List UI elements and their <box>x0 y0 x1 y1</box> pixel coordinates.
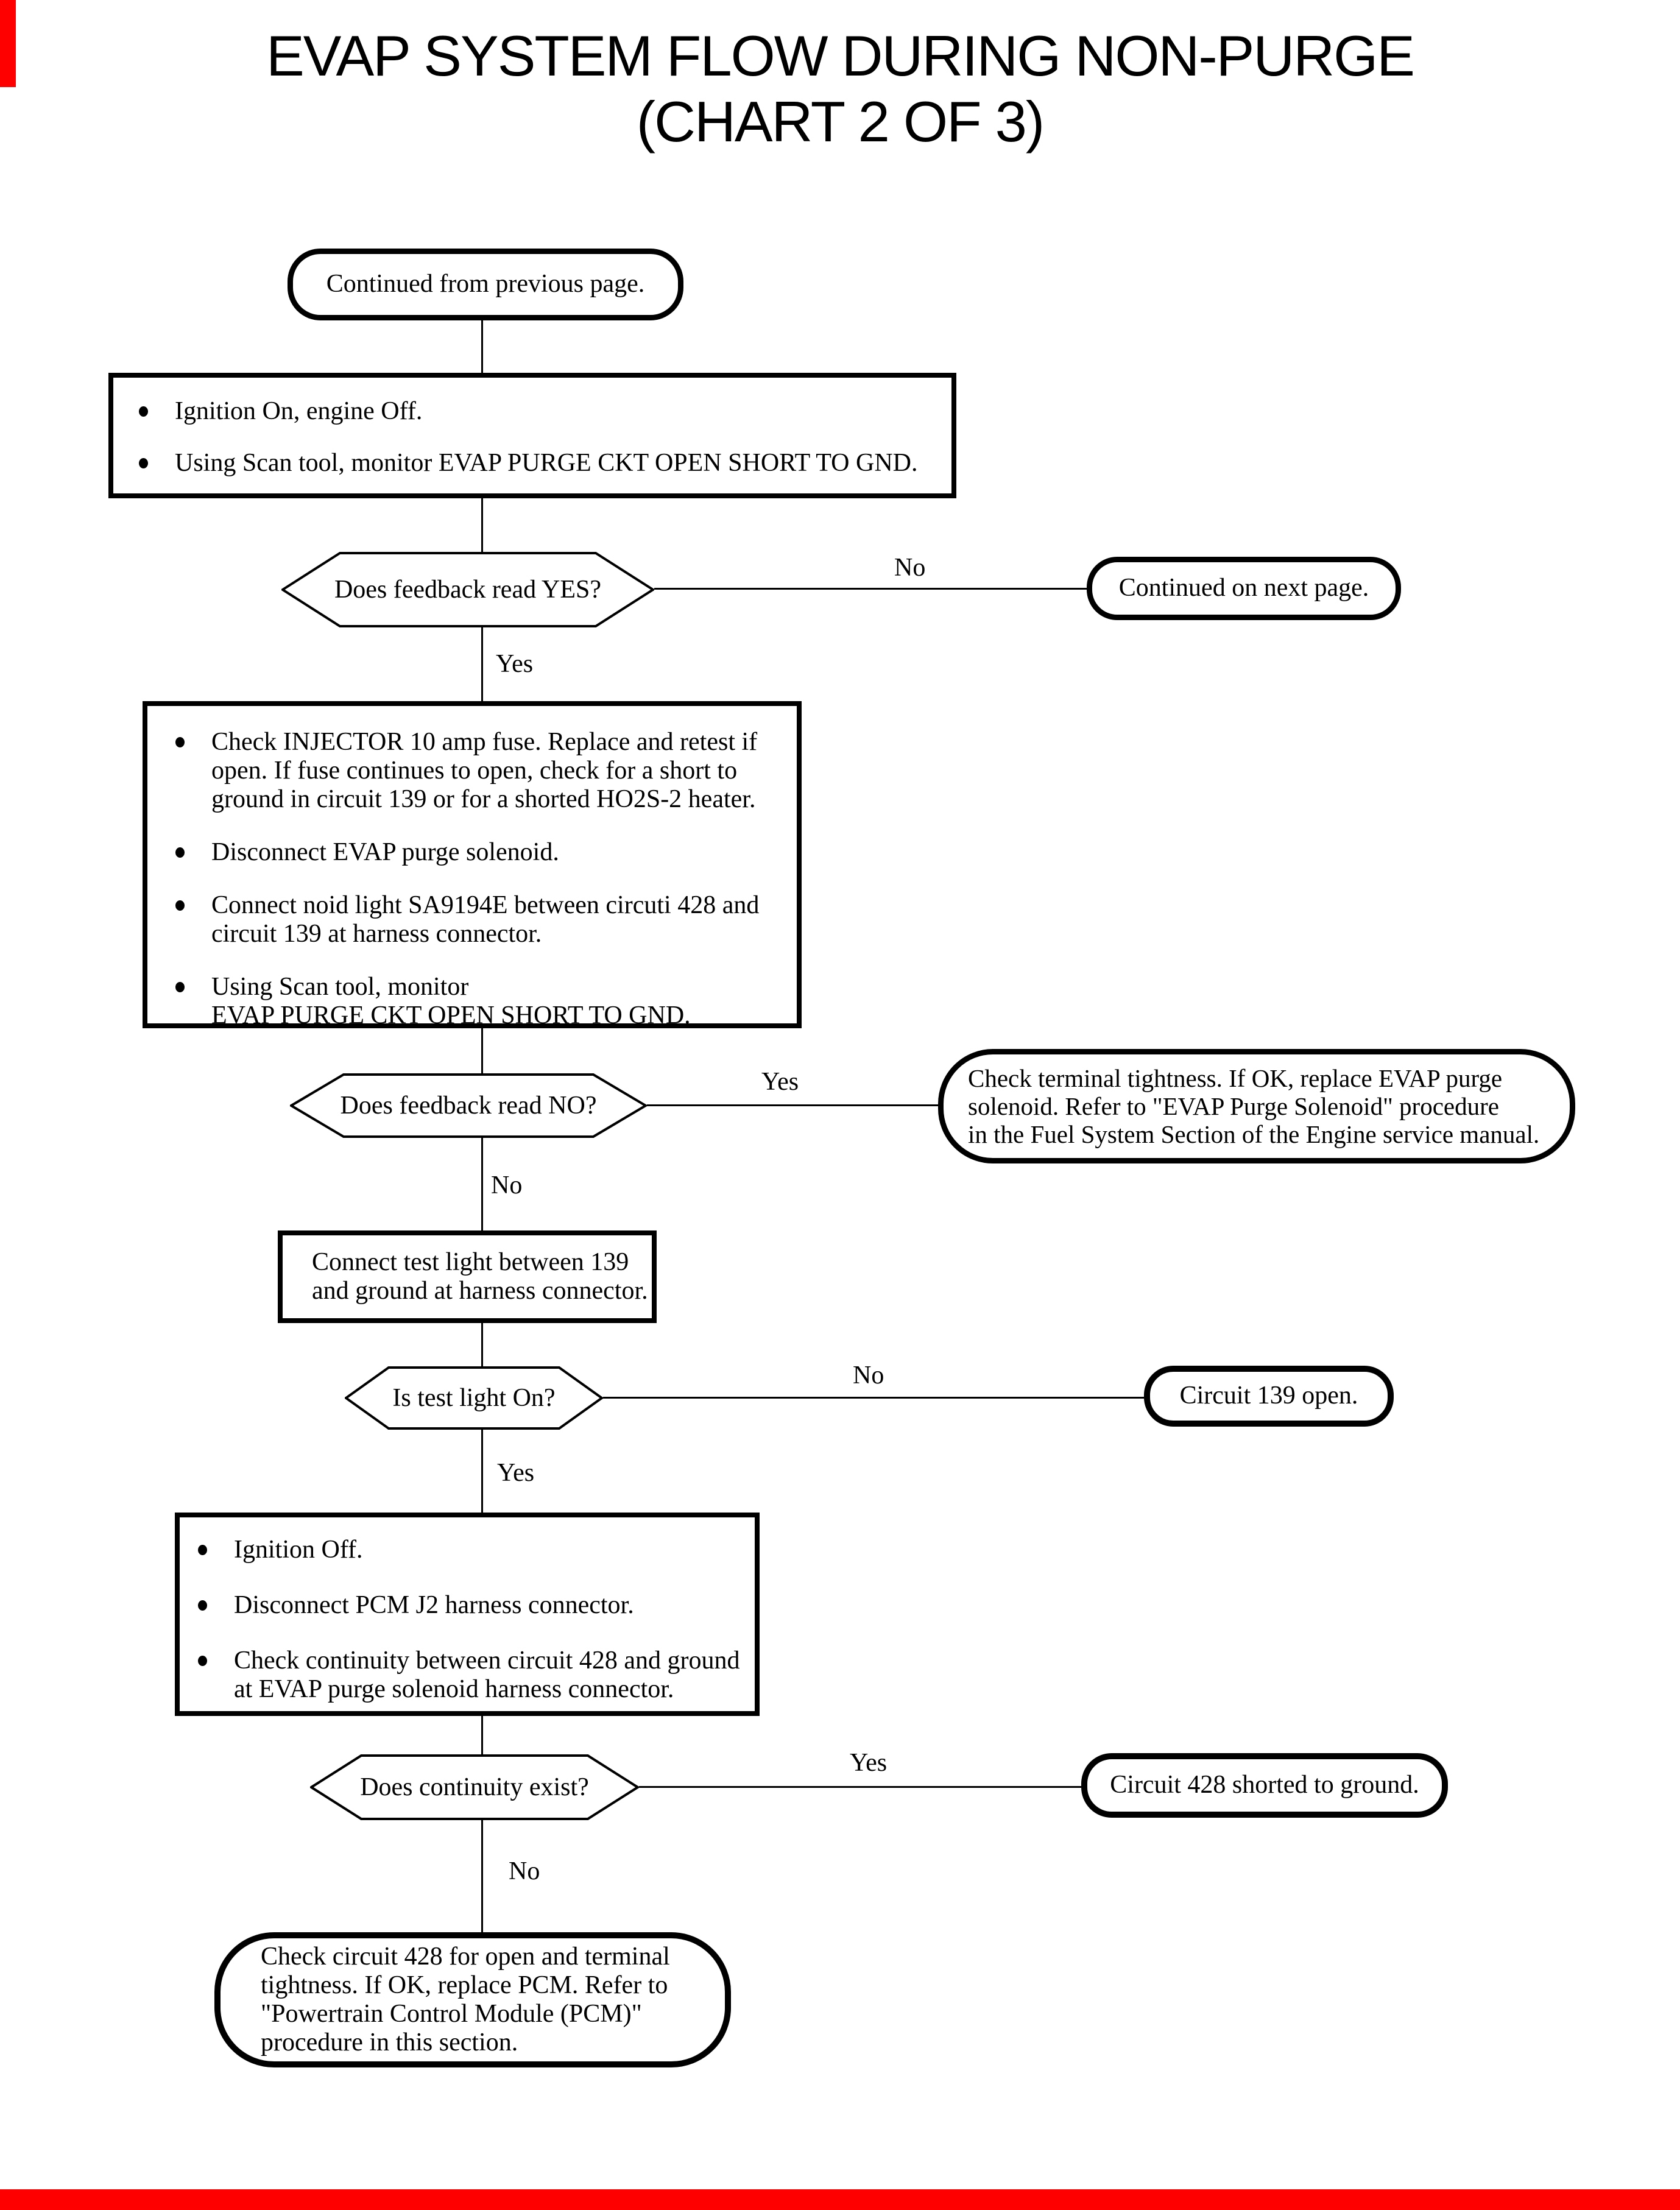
decision3-hex: Is test light On? <box>345 1366 603 1430</box>
step3-l1: Connect test light between 139 <box>312 1248 629 1276</box>
step2-b4-l2: EVAP PURGE CKT OPEN SHORT TO GND. <box>211 1001 691 1029</box>
step1-bullet2: Using Scan tool, monitor EVAP PURGE CKT … <box>175 449 918 477</box>
step4-b2-l1: Disconnect PCM J2 harness connector. <box>234 1591 634 1619</box>
hexagon-shape <box>310 1754 639 1820</box>
bullet-item: Disconnect EVAP purge solenoid. <box>175 838 788 867</box>
bullet-item: Disconnect PCM J2 harness connector. <box>198 1591 746 1620</box>
label-decision1-no: No <box>894 554 926 582</box>
bullet-item: Check continuity between circuit 428 and… <box>198 1647 746 1704</box>
step2-b1-l1: Check INJECTOR 10 amp fuse. Replace and … <box>211 728 758 756</box>
step3-l2: and ground at harness connector. <box>312 1277 648 1305</box>
step2-b2-l1: Disconnect EVAP purge solenoid. <box>211 838 559 866</box>
step2-b1-l3: ground in circuit 139 or for a shorted H… <box>211 785 756 813</box>
page-title-line2: (CHART 2 OF 3) <box>636 90 1045 154</box>
final-l3: "Powertrain Control Module (PCM)" <box>261 2000 642 2028</box>
continue-next-node: Continued on next page. <box>1087 557 1401 620</box>
decision2-hex: Does feedback read NO? <box>290 1073 647 1138</box>
decision2-text: Does feedback read NO? <box>340 1092 597 1120</box>
bullet-icon <box>139 406 148 417</box>
start-node: Continued from previous page. <box>288 249 683 320</box>
connector-decision1-step2 <box>481 627 483 701</box>
label-decision4-yes: Yes <box>850 1749 888 1777</box>
connector-decision3-step4 <box>481 1430 483 1513</box>
bullet-icon <box>175 900 185 911</box>
page-title-line1: EVAP SYSTEM FLOW DURING NON-PURGE <box>266 24 1415 88</box>
replace-solenoid-l2: solenoid. Refer to "EVAP Purge Solenoid"… <box>968 1092 1499 1120</box>
start-node-text: Continued from previous page. <box>326 270 645 298</box>
circuit139-text: Circuit 139 open. <box>1179 1382 1358 1410</box>
decision1-text: Does feedback read YES? <box>334 576 602 604</box>
step4-b1-l1: Ignition Off. <box>234 1536 363 1564</box>
bullet-item: Ignition Off. <box>198 1536 746 1564</box>
red-bar-top-left <box>0 0 16 87</box>
connector-step1-decision1 <box>481 498 483 552</box>
connector-decision2-step3 <box>481 1138 483 1230</box>
replace-solenoid-l1: Check terminal tightness. If OK, replace… <box>968 1064 1503 1092</box>
bullet-icon <box>175 982 185 992</box>
label-decision4-no: No <box>509 1857 540 1885</box>
bullet-item: Connect noid light SA9194E between circu… <box>175 891 788 948</box>
bullet-icon <box>198 1600 207 1611</box>
label-decision1-yes: Yes <box>496 650 534 678</box>
circuit428-text: Circuit 428 shorted to ground. <box>1110 1771 1419 1799</box>
connector-decision4-final <box>481 1820 483 1932</box>
label-decision3-yes: Yes <box>497 1459 535 1487</box>
connector-decision3-no <box>603 1397 1144 1399</box>
connector-decision1-no <box>654 588 1087 590</box>
decision3-text: Is test light On? <box>392 1384 556 1412</box>
bullet-item: Using Scan tool, monitor EVAP PURGE CKT … <box>139 449 939 478</box>
step2-b3-l1: Connect noid light SA9194E between circu… <box>211 891 760 919</box>
bullet-icon <box>198 1656 207 1666</box>
circuit428-node: Circuit 428 shorted to ground. <box>1081 1753 1448 1818</box>
step3-box: Connect test light between 139 and groun… <box>278 1230 657 1323</box>
bullet-item: Using Scan tool, monitor EVAP PURGE CKT … <box>175 973 788 1030</box>
label-decision3-no: No <box>853 1361 884 1389</box>
bullet-icon <box>139 458 148 468</box>
final-l4: procedure in this section. <box>261 2028 518 2056</box>
decision1-hex: Does feedback read YES? <box>281 552 654 627</box>
bullet-item: Ignition On, engine Off. <box>139 397 939 426</box>
step1-bullet1: Ignition On, engine Off. <box>175 397 423 425</box>
step4-b3-l2: at EVAP purge solenoid harness connector… <box>234 1675 674 1703</box>
red-bar-bottom <box>0 2189 1680 2210</box>
final-l1: Check circuit 428 for open and terminal <box>261 1943 670 1971</box>
continue-next-text: Continued on next page. <box>1118 574 1369 602</box>
step2-box: Check INJECTOR 10 amp fuse. Replace and … <box>143 701 802 1030</box>
step1-box: Ignition On, engine Off. Using Scan tool… <box>108 373 956 498</box>
label-decision2-no: No <box>491 1171 523 1199</box>
hexagon-shape <box>345 1366 603 1430</box>
step2-b4-l1: Using Scan tool, monitor <box>211 973 469 1001</box>
replace-solenoid-node: Check terminal tightness. If OK, replace… <box>938 1049 1575 1163</box>
final-l2: tightness. If OK, replace PCM. Refer to <box>261 1971 668 1999</box>
final-node: Check circuit 428 for open and terminal … <box>214 1932 731 2067</box>
bullet-item: Check INJECTOR 10 amp fuse. Replace and … <box>175 728 788 814</box>
connector-decision4-yes <box>639 1786 1081 1788</box>
step4-box: Ignition Off. Disconnect PCM J2 harness … <box>175 1513 760 1716</box>
connector-decision2-yes <box>647 1104 938 1106</box>
hexagon-shape <box>281 552 654 627</box>
connector-step3-decision3 <box>481 1323 483 1366</box>
bullet-icon <box>198 1545 207 1555</box>
label-decision2-yes: Yes <box>761 1068 799 1096</box>
circuit139-node: Circuit 139 open. <box>1144 1366 1394 1427</box>
step4-b3-l1: Check continuity between circuit 428 and… <box>234 1647 740 1675</box>
decision4-hex: Does continuity exist? <box>310 1754 639 1820</box>
connector-step2-decision2 <box>481 1028 483 1073</box>
replace-solenoid-l3: in the Fuel System Section of the Engine… <box>968 1120 1540 1148</box>
connector-start-step1 <box>481 319 483 374</box>
decision4-text: Does continuity exist? <box>360 1773 589 1801</box>
step2-b3-l2: circuit 139 at harness connector. <box>211 920 542 948</box>
hexagon-shape <box>290 1073 647 1138</box>
bullet-icon <box>175 847 185 858</box>
bullet-icon <box>175 737 185 747</box>
connector-step4-decision4 <box>481 1716 483 1754</box>
step2-b1-l2: open. If fuse continues to open, check f… <box>211 757 738 785</box>
